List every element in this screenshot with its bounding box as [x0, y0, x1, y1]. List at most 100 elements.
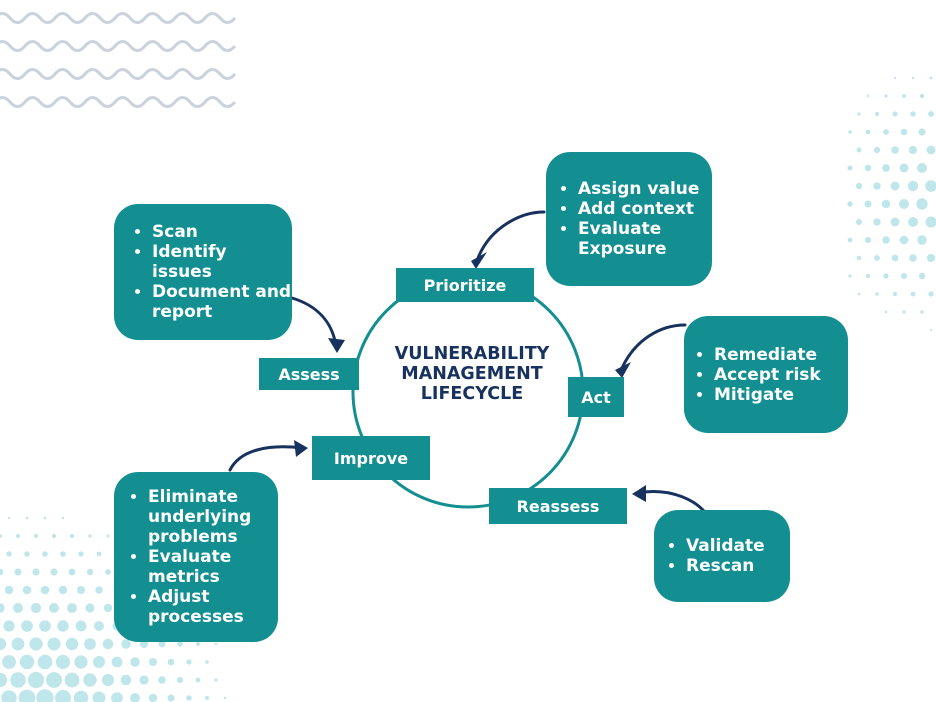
halftone-dot — [111, 656, 123, 668]
halftone-dot — [61, 516, 65, 520]
halftone-dot — [848, 274, 852, 278]
halftone-dot — [856, 219, 862, 225]
halftone-dot — [86, 568, 94, 576]
halftone-dot — [177, 641, 183, 647]
halftone-dot — [130, 657, 140, 667]
halftone-dot — [873, 218, 881, 226]
halftone-dot — [27, 671, 45, 689]
halftone-dot — [167, 658, 175, 666]
halftone-dot — [58, 585, 68, 595]
stage-prioritize: Prioritize — [396, 268, 534, 302]
halftone-dot — [39, 620, 51, 632]
halftone-dot — [214, 642, 218, 646]
arrowhead-act — [615, 362, 631, 378]
note-prioritize-list: Assign value Add context Evaluate Exposu… — [560, 179, 712, 259]
stage-assess: Assess — [259, 358, 359, 390]
halftone-dot — [92, 691, 106, 702]
halftone-dot — [149, 658, 157, 666]
halftone-dot — [883, 273, 889, 279]
halftone-dot — [105, 569, 111, 575]
wavy-line — [0, 12, 237, 24]
halftone-dot — [102, 638, 114, 650]
halftone-dot — [33, 533, 39, 539]
halftone-dot — [195, 677, 201, 683]
wavy-line — [0, 96, 237, 108]
halftone-dot — [40, 585, 50, 595]
halftone-dot — [22, 585, 32, 595]
halftone-dot — [857, 112, 861, 116]
halftone-dot — [892, 291, 898, 297]
halftone-dot — [70, 534, 74, 538]
halftone-dot — [2, 655, 16, 669]
halftone-dot — [60, 551, 66, 557]
halftone-dot — [55, 690, 71, 702]
halftone-dot — [120, 674, 132, 686]
halftone-dot — [928, 291, 934, 297]
halftone-dot — [920, 310, 924, 314]
list-item: Validate — [686, 536, 765, 556]
halftone-dot — [856, 255, 862, 261]
halftone-dot — [883, 129, 889, 135]
halftone-dot — [19, 654, 35, 670]
halftone-dot — [11, 637, 25, 651]
halftone-dot — [882, 236, 890, 244]
halftone-dot — [85, 603, 95, 613]
halftone-dot — [925, 216, 936, 228]
halftone-dot — [899, 199, 909, 209]
halftone-dot — [884, 310, 888, 314]
halftone-dot — [94, 621, 104, 631]
halftone-dot — [0, 637, 7, 651]
halftone-dot — [900, 128, 908, 136]
note-prioritize: Assign value Add context Evaluate Exposu… — [546, 152, 712, 286]
halftone-dot — [84, 638, 96, 650]
halftone-dot — [111, 692, 123, 702]
halftone-dot — [874, 111, 880, 117]
halftone-dot — [0, 603, 5, 613]
note-assess: Scan Identify issues Document and report — [114, 204, 292, 340]
halftone-dot — [902, 94, 906, 98]
list-item: Assign value — [578, 179, 712, 199]
halftone-dot — [73, 690, 89, 702]
halftone-dot — [24, 551, 30, 557]
halftone-dot — [847, 165, 853, 171]
halftone-dot — [916, 198, 928, 210]
halftone-dot — [882, 164, 890, 172]
halftone-dot — [910, 291, 916, 297]
halftone-dot — [29, 637, 43, 651]
halftone-dot — [13, 603, 23, 613]
halftone-dot — [6, 551, 12, 557]
halftone-dot — [65, 637, 79, 651]
halftone-dot — [47, 637, 61, 651]
note-reassess-list: Validate Rescan — [668, 536, 765, 576]
list-item: Evaluate Exposure — [578, 219, 712, 259]
halftone-dot — [911, 76, 915, 80]
halftone-dot — [4, 585, 14, 595]
title-line-3: LIFECYCLE — [420, 384, 524, 404]
note-assess-list: Scan Identify issues Document and report — [134, 222, 292, 322]
list-item: Scan — [152, 222, 292, 242]
halftone-dot — [892, 111, 898, 117]
halftone-dot — [43, 516, 47, 520]
halftone-dot — [0, 568, 4, 576]
halftone-dot — [32, 568, 40, 576]
halftone-dot — [890, 217, 900, 227]
halftone-dot — [873, 146, 881, 154]
halftone-dot — [847, 201, 853, 207]
wavy-line — [0, 40, 237, 52]
halftone-dot — [158, 640, 166, 648]
halftone-dot — [928, 111, 934, 117]
halftone-dot — [901, 273, 907, 279]
halftone-dot — [14, 568, 22, 576]
halftone-dot — [929, 328, 933, 332]
stage-improve: Improve — [312, 436, 430, 480]
halftone-dot — [865, 273, 871, 279]
list-item: Mitigate — [714, 385, 821, 405]
halftone-dot — [890, 181, 900, 191]
arrowhead-reassess — [632, 485, 646, 502]
note-act-list: Remediate Accept risk Mitigate — [696, 345, 821, 405]
list-item: Rescan — [686, 556, 765, 576]
list-item: Remediate — [714, 345, 821, 365]
halftone-dot — [918, 128, 926, 136]
halftone-dot — [77, 586, 85, 594]
list-item: Adjust processes — [148, 587, 278, 627]
